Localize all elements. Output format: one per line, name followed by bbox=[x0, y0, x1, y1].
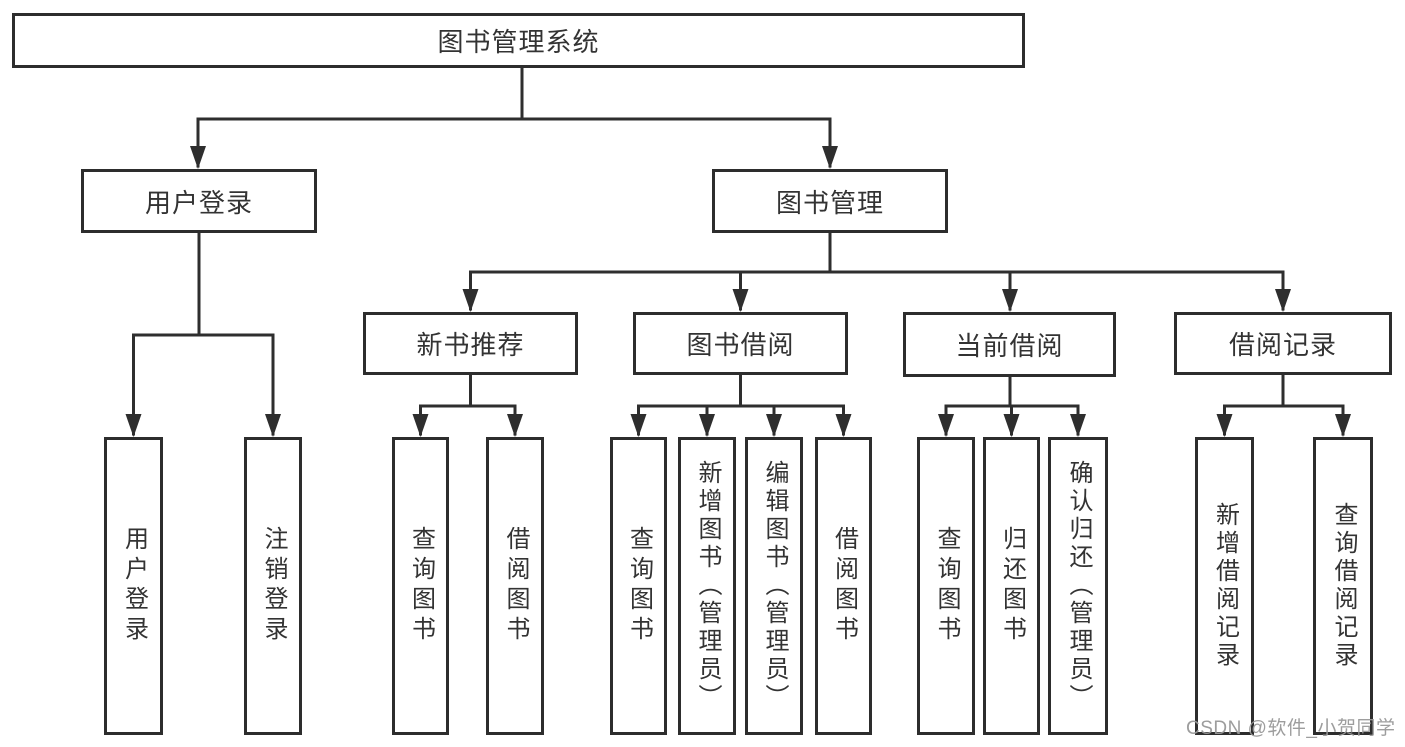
node-new-book-recommend: 新书推荐 bbox=[363, 312, 578, 375]
node-book-borrow: 图书借阅 bbox=[633, 312, 848, 375]
arrowhead-icon bbox=[412, 414, 429, 437]
leaf-query-books-current: 查询图书 bbox=[917, 437, 975, 735]
leaf-user-login: 用户登录 bbox=[104, 437, 163, 735]
leaf-confirm-return-admin: 确认归还（管理员） bbox=[1048, 437, 1108, 735]
arrowhead-icon bbox=[732, 289, 749, 312]
connector-root bbox=[196, 66, 832, 168]
node-borrow-records: 借阅记录 bbox=[1174, 312, 1392, 375]
leaf-borrow-books-recommend: 借阅图书 bbox=[486, 437, 544, 735]
arrowhead-icon bbox=[822, 146, 838, 169]
leaf-return-book: 归还图书 bbox=[983, 437, 1040, 735]
connector-book-mgmt bbox=[469, 231, 1285, 311]
arrowhead-icon bbox=[1275, 289, 1291, 312]
leaf-borrow-book: 借阅图书 bbox=[815, 437, 872, 735]
connector-user-login bbox=[132, 231, 275, 436]
arrowhead-icon bbox=[190, 146, 206, 169]
arrowhead-icon bbox=[1216, 414, 1233, 437]
arrowhead-icon bbox=[1003, 414, 1020, 437]
arrowhead-icon bbox=[1070, 414, 1086, 437]
leaf-add-book-admin: 新增图书（管理员） bbox=[678, 437, 736, 735]
arrowhead-icon bbox=[1002, 289, 1018, 312]
node-user-login: 用户登录 bbox=[81, 169, 317, 233]
arrowhead-icon bbox=[265, 414, 281, 437]
csdn-watermark: CSDN @软件_小贺同学 bbox=[1186, 718, 1396, 739]
arrowhead-icon bbox=[630, 414, 647, 437]
arrowhead-icon bbox=[1335, 414, 1351, 437]
node-root-system: 图书管理系统 bbox=[12, 13, 1025, 68]
arrowhead-icon bbox=[507, 414, 523, 437]
connector-new-books bbox=[419, 373, 517, 436]
connector-borrow-records bbox=[1223, 373, 1345, 436]
arrowhead-icon bbox=[938, 414, 954, 437]
node-book-management: 图书管理 bbox=[712, 169, 948, 233]
arrowhead-icon bbox=[766, 414, 782, 437]
arrowhead-icon bbox=[462, 289, 479, 312]
leaf-add-borrow-record: 新增借阅记录 bbox=[1195, 437, 1254, 735]
arrowhead-icon bbox=[699, 414, 715, 437]
leaf-query-books-borrow: 查询图书 bbox=[610, 437, 667, 735]
arrowhead-icon bbox=[125, 414, 142, 437]
leaf-logout: 注销登录 bbox=[244, 437, 302, 735]
connector-book-borrow bbox=[637, 373, 845, 436]
leaf-query-books-recommend: 查询图书 bbox=[392, 437, 449, 735]
node-current-borrow: 当前借阅 bbox=[903, 312, 1116, 377]
arrowheads bbox=[125, 146, 1351, 437]
leaf-query-borrow-record: 查询借阅记录 bbox=[1313, 437, 1373, 735]
arrowhead-icon bbox=[835, 414, 852, 437]
leaf-edit-book-admin: 编辑图书（管理员） bbox=[745, 437, 803, 735]
